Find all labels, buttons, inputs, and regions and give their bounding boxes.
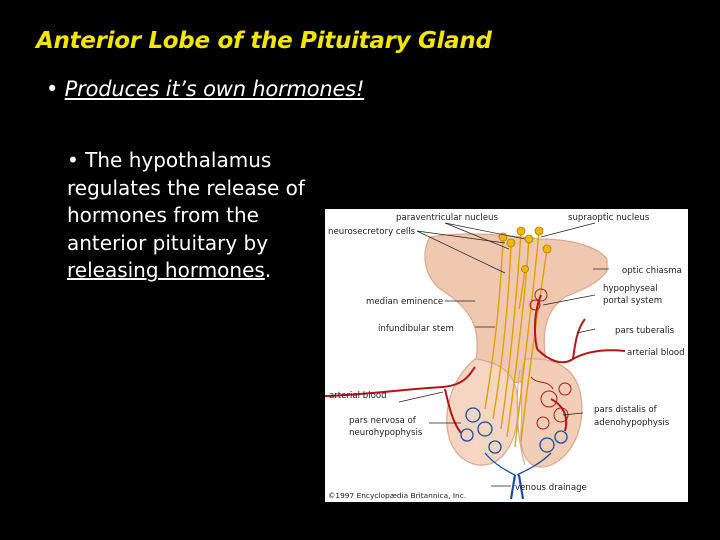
slide-title: Anterior Lobe of the Pituitary Gland bbox=[36, 28, 492, 54]
label-pars-tuberalis: pars tuberalis bbox=[615, 326, 675, 336]
bullet-produces-hormones: • Produces it’s own hormones! bbox=[46, 75, 364, 103]
label-optic-chiasma: optic chiasma bbox=[622, 266, 682, 276]
capillary-network bbox=[529, 288, 572, 430]
bullet-marker: • bbox=[67, 148, 79, 172]
hypothalamus-tissue bbox=[424, 233, 608, 385]
pituitary-diagram-svg: paraventricular nucleus supraoptic nucle… bbox=[325, 213, 685, 500]
posterior-lobe-tissue bbox=[446, 358, 519, 466]
releasing-hormones-term: releasing hormones bbox=[67, 258, 265, 283]
label-neurosecretory-cells: neurosecretory cells bbox=[328, 227, 416, 237]
neurosecretory-cell-bodies bbox=[498, 226, 552, 273]
bullet-text: Produces it’s own hormones! bbox=[64, 77, 365, 101]
label-adenohypophysis: adenohypophysis bbox=[594, 418, 670, 428]
label-arterial-blood-right: arterial blood bbox=[627, 348, 685, 358]
neuron-fibres bbox=[484, 230, 548, 448]
label-pars-distalis: pars distalis of bbox=[594, 405, 658, 415]
label-median-eminence: median eminence bbox=[366, 297, 443, 307]
copyright-notice: ©1997 Encyclopædia Britannica, Inc. bbox=[328, 491, 466, 500]
venous-drainage-vessel bbox=[509, 474, 525, 500]
pituitary-diagram: paraventricular nucleus supraoptic nucle… bbox=[325, 209, 688, 502]
label-paraventricular-nucleus: paraventricular nucleus bbox=[396, 213, 498, 223]
arterial-vessels bbox=[325, 294, 626, 434]
label-pars-nervosa: pars nervosa of bbox=[349, 416, 417, 426]
label-neurohypophysis: neurohypophysis bbox=[349, 428, 423, 438]
label-venous-drainage: venous drainage bbox=[515, 483, 587, 493]
label-portal-system: portal system bbox=[603, 296, 662, 306]
label-hypophyseal: hypophyseal bbox=[603, 284, 658, 294]
label-arterial-blood-left: arterial blood bbox=[329, 391, 387, 401]
bullet-text: The hypothalamus regulates the release o… bbox=[67, 148, 305, 255]
leader-lines bbox=[398, 222, 609, 487]
label-supraoptic-nucleus: supraoptic nucleus bbox=[568, 213, 650, 223]
bullet-hypothalamus-regulates: • The hypothalamus regulates the release… bbox=[67, 147, 322, 285]
venous-vessels bbox=[460, 407, 568, 476]
bullet-marker: • bbox=[46, 77, 59, 101]
bullet-text-end: . bbox=[264, 258, 272, 283]
label-infundibular-stem: infundibular stem bbox=[378, 324, 454, 334]
